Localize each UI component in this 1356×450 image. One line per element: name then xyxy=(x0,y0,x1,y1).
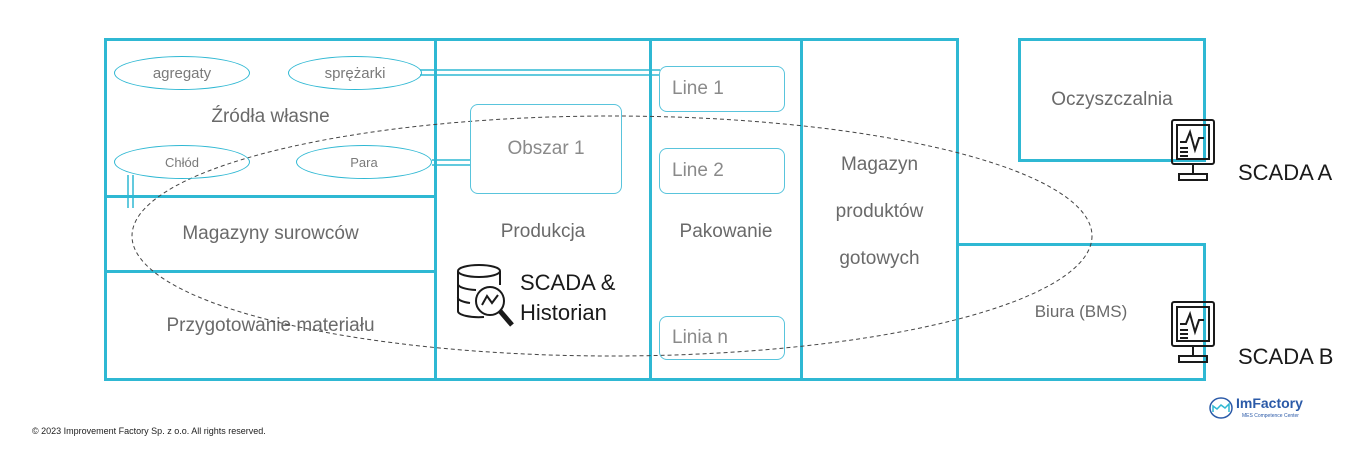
scada-b-label: SCADA B xyxy=(1238,344,1334,369)
label-magazyn-line1: Magazyn xyxy=(840,154,919,175)
copyright-footer: © 2023 Improvement Factory Sp. z o.o. Al… xyxy=(32,426,266,436)
monitor-icon xyxy=(1171,301,1215,363)
scada-historian-line2: Historian xyxy=(520,300,607,325)
label-magazyny-surowcow: Magazyny surowców xyxy=(182,223,359,244)
factory-logo-icon xyxy=(1209,397,1233,419)
label-biura: Biura (BMS) xyxy=(1034,302,1128,321)
logo-tagline: MES Competence Center xyxy=(1242,413,1299,419)
area-obszar1: Obszar 1 xyxy=(470,104,622,194)
oval-para: Para xyxy=(296,145,432,179)
oval-sprezarki: sprężarki xyxy=(288,56,422,90)
line-1: Line 1 xyxy=(659,66,785,112)
label-magazyn-produktow: Magazyn produktów gotowych xyxy=(800,141,959,282)
scada-historian-label: SCADA & Historian xyxy=(520,268,615,328)
zone-przygotowanie xyxy=(104,270,437,381)
label-oczyszczalnia: Oczyszczalnia xyxy=(1051,89,1173,110)
zone-oczyszczalnia xyxy=(1018,38,1206,162)
label-magazyn-line2: produktów xyxy=(835,201,924,222)
oval-chlod: Chłód xyxy=(114,145,250,179)
label-magazyn-line3: gotowych xyxy=(839,248,920,269)
logo-name: ImFactory xyxy=(1236,395,1303,411)
label-produkcja: Produkcja xyxy=(500,221,586,242)
linia-n: Linia n xyxy=(659,316,785,360)
oval-agregaty: agregaty xyxy=(114,56,250,90)
database-search-icon xyxy=(456,264,514,327)
scada-a-label: SCADA A xyxy=(1238,160,1333,185)
line-2: Line 2 xyxy=(659,148,785,194)
label-pakowanie: Pakowanie xyxy=(679,221,773,242)
imfactory-logo: ImFactory MES Competence Center xyxy=(1208,394,1328,422)
zone-produkcja xyxy=(434,38,652,381)
label-zrodla-wlasne: Źródła własne xyxy=(211,106,330,127)
monitor-icon xyxy=(1171,119,1215,181)
scada-historian-line1: SCADA & xyxy=(520,270,616,295)
label-przygotowanie: Przygotowanie materiału xyxy=(166,315,375,336)
